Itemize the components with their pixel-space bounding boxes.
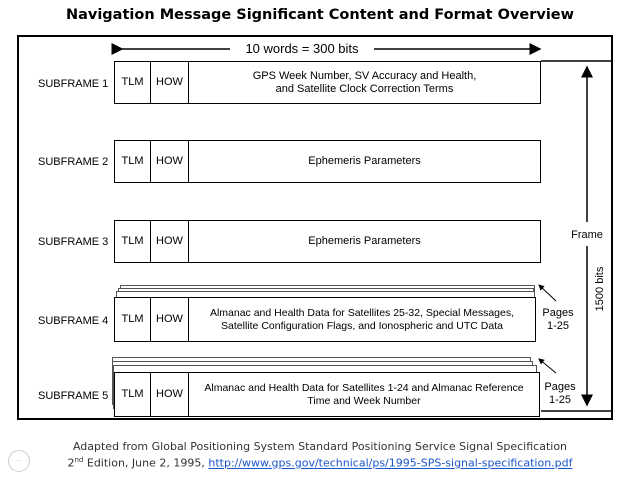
subframe-3-how: HOW: [150, 220, 189, 263]
pages-arrow-sf4: [538, 284, 557, 302]
footer-edition-text: Edition, June 2, 1995,: [83, 456, 209, 470]
subframe-3-tlm: TLM: [114, 220, 151, 263]
subframe-4-pages-label: Pages 1-25: [542, 307, 574, 332]
footer-edition-number: 2: [67, 456, 75, 470]
diagram-title: Navigation Message Significant Content a…: [65, 7, 575, 23]
footer-edition-suffix: nd: [74, 456, 84, 464]
subframe-5-pages-label: Pages 1-25: [544, 381, 576, 406]
subframe-1-tlm: TLM: [114, 61, 151, 104]
subframe-5-how: HOW: [150, 372, 189, 417]
subframe-3-content: Ephemeris Parameters: [188, 220, 541, 263]
pages-arrow-sf5: [538, 358, 557, 374]
subframe-3-label: SUBFRAME 3: [38, 236, 109, 248]
word-span-label: 10 words = 300 bits: [245, 41, 359, 56]
footer-line-1: Adapted from Global Positioning System S…: [72, 440, 568, 453]
frame-border: [17, 35, 613, 420]
subframe-2-content: Ephemeris Parameters: [188, 140, 541, 183]
subframe-1-content: GPS Week Number, SV Accuracy and Health,…: [188, 61, 541, 104]
footer-line-2: 2nd Edition, June 2, 1995, http://www.gp…: [0, 456, 640, 470]
frame-label: Frame: [563, 229, 611, 242]
subframe-1-how: HOW: [150, 61, 189, 104]
frame-bits-label: 1500 bits: [594, 263, 606, 315]
subframe-2-label: SUBFRAME 2: [38, 156, 109, 168]
subframe-5-label: SUBFRAME 5: [38, 390, 109, 402]
subframe-2-how: HOW: [150, 140, 189, 183]
subframe-5-tlm: TLM: [114, 372, 151, 417]
subframe-4-label: SUBFRAME 4: [38, 315, 109, 327]
subframe-4-how: HOW: [150, 297, 189, 342]
subframe-4-content: Almanac and Health Data for Satellites 2…: [188, 297, 536, 342]
watermark-logo-icon: ◦◦◦: [8, 450, 30, 472]
subframe-2-tlm: TLM: [114, 140, 151, 183]
footer-spec-link[interactable]: http://www.gps.gov/technical/ps/1995-SPS…: [208, 456, 573, 470]
subframe-1-label: SUBFRAME 1: [38, 78, 109, 90]
subframe-4-tlm: TLM: [114, 297, 151, 342]
subframe-5-content: Almanac and Health Data for Satellites 1…: [188, 372, 540, 417]
